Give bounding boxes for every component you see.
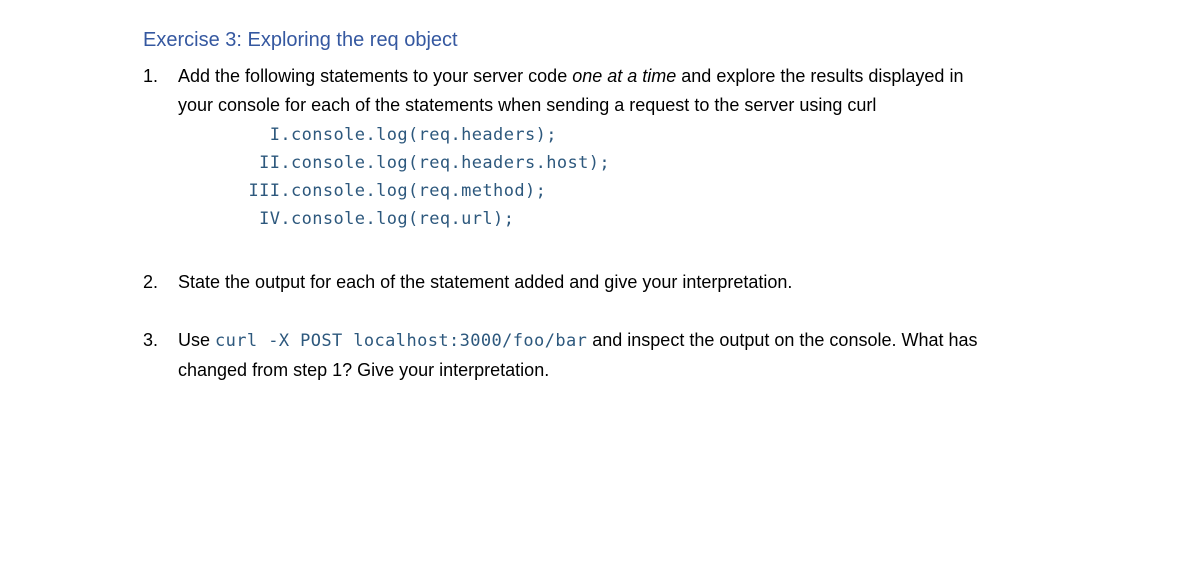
code-line: III.console.log(req.method); [231, 177, 1192, 205]
list-item-1: 1. Add the following statements to your … [143, 62, 1192, 120]
code-block: I.console.log(req.headers); II.console.l… [231, 121, 1192, 233]
list-item-2-number: 2. [143, 272, 159, 292]
code-line-statement: console.log(req.headers.host); [291, 153, 611, 173]
code-line-statement: console.log(req.method); [291, 181, 547, 201]
list-item-1-text: Add the following statements to your ser… [178, 62, 998, 120]
code-line-statement: console.log(req.url); [291, 209, 515, 229]
list-item-2: 2. State the output for each of the stat… [143, 268, 1192, 297]
item-3-text-after: and inspect the output on the console. W… [178, 330, 978, 380]
item-3-inline-code: curl -X POST localhost:3000/foo/bar [215, 331, 588, 351]
code-line: II.console.log(req.headers.host); [231, 149, 1192, 177]
item-1-text-before: Add the following statements to your ser… [178, 66, 573, 86]
list-item-3-text: Use curl -X POST localhost:3000/foo/bar … [178, 326, 998, 385]
code-line-numeral: I. [269, 125, 291, 145]
exercise-heading: Exercise 3: Exploring the req object [143, 29, 458, 51]
item-3-text-before: Use [178, 330, 216, 350]
code-line: I.console.log(req.headers); [231, 121, 1192, 149]
code-line: IV.console.log(req.url); [231, 205, 1192, 233]
item-1-italic-phrase: one at a time [572, 66, 677, 86]
code-line-statement: console.log(req.headers); [291, 125, 557, 145]
code-line-numeral: III. [248, 181, 291, 201]
code-line-numeral: IV. [259, 209, 291, 229]
list-item-1-number: 1. [143, 66, 159, 86]
list-item-3-number: 3. [143, 330, 159, 350]
document-content: Exercise 3: Exploring the req object 1. … [143, 29, 1192, 385]
code-line-numeral: II. [259, 153, 291, 173]
list-item-3: 3. Use curl -X POST localhost:3000/foo/b… [143, 326, 1192, 385]
item-1-text-after: and explore the results displayed in you… [178, 66, 964, 115]
code-block-wrapper: I.console.log(req.headers); II.console.l… [143, 121, 1192, 233]
list-item-2-text: State the output for each of the stateme… [178, 272, 793, 292]
